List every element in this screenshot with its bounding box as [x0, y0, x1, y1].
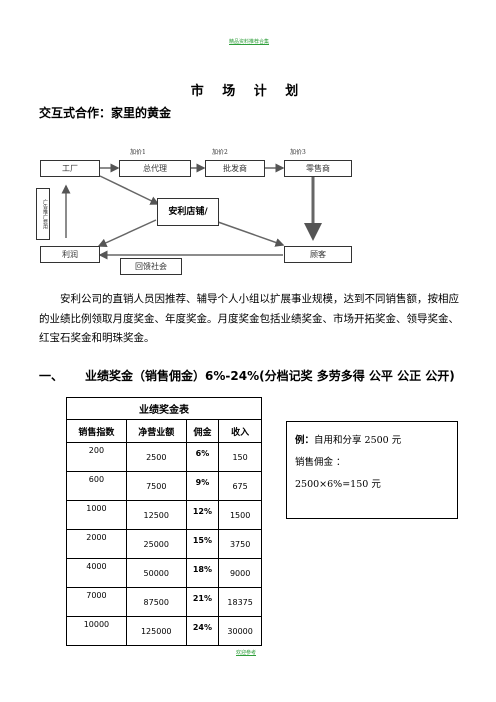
- markup-2-label: 加价2: [212, 149, 228, 156]
- table-row: 600 7500 9% 675: [66, 471, 262, 501]
- example-line3: 2500×6%=150 元: [295, 479, 381, 490]
- store-box: 安利店铺/: [157, 198, 219, 226]
- table-row: 2000 25000 15% 3750: [66, 529, 262, 559]
- table-cell: 87500: [143, 598, 169, 607]
- table-header: 净营业额: [125, 419, 187, 443]
- wholesaler-box: 批发商: [205, 160, 265, 177]
- table-row: 200 2500 6% 150: [66, 442, 262, 472]
- page-title: 市 场 计 划: [190, 84, 306, 99]
- subtitle: 交互式合作：家里的黄金: [39, 106, 172, 120]
- section-number: 一、: [39, 369, 64, 383]
- table-caption: 业绩奖金表: [66, 397, 262, 420]
- table-cell: 25000: [143, 540, 169, 549]
- table-cell: 6%: [195, 449, 210, 458]
- intro-paragraph: 安利公司的直销人员因推荐、辅导个人小组以扩展事业规模，达到不同销售额，按相应的业…: [39, 293, 459, 344]
- table-cell: 200: [88, 446, 105, 455]
- profit-box: 利润: [40, 246, 100, 263]
- table-row: 10000 125000 24% 30000: [66, 616, 262, 646]
- example-box: 例：自用和分享 2500 元 销售佣金 ： 2500×6%=150 元: [286, 421, 458, 519]
- markup-1-label: 加价1: [130, 149, 146, 156]
- retailer-box: 零售商: [284, 160, 352, 177]
- ad-cost-box: 广告推广费用: [36, 188, 50, 240]
- table-cell: 50000: [143, 569, 169, 578]
- table-cell: 1500: [229, 511, 251, 520]
- consumer-box: 顾客: [284, 246, 352, 263]
- table-cell: 2000: [86, 533, 107, 542]
- table-row: 7000 87500 21% 18375: [66, 587, 262, 617]
- table-cell: 15%: [192, 536, 213, 545]
- diagram-arrows: [61, 163, 322, 260]
- table-header: 销售指数: [66, 419, 127, 443]
- markup-3-label: 加价3: [290, 149, 306, 156]
- table-cell: 9%: [195, 478, 210, 487]
- section-title: 业绩奖金（销售佣金）6%-24%(分档记奖 多劳多得 公平 公正 公开): [85, 369, 455, 383]
- table-header: 收入: [218, 419, 262, 443]
- table-cell: 18%: [192, 565, 213, 574]
- example-line1: 自用和分享 2500 元: [314, 435, 402, 446]
- footer-note: 欢迎参考: [236, 650, 257, 656]
- example-label: 例：: [295, 435, 315, 446]
- table-cell: 18375: [227, 598, 253, 607]
- table-cell: 3750: [229, 540, 251, 549]
- table-header: 佣金: [185, 419, 220, 443]
- section-heading: 一、 业绩奖金（销售佣金）6%-24%(分档记奖 多劳多得 公平 公正 公开): [39, 367, 455, 384]
- table-cell: 675: [232, 482, 248, 491]
- table-cell: 125000: [140, 627, 172, 636]
- table-row: 4000 50000 18% 9000: [66, 558, 262, 588]
- table-cell: 30000: [227, 627, 253, 636]
- table-cell: 1000: [86, 504, 107, 513]
- general-agent-box: 总代理: [119, 160, 191, 177]
- table-cell: 600: [88, 475, 105, 484]
- table-cell: 9000: [229, 569, 251, 578]
- table-cell: 21%: [192, 594, 213, 603]
- table-cell: 24%: [192, 623, 213, 632]
- header-note: 精品资料推荐合集: [229, 39, 270, 45]
- table-cell: 4000: [86, 562, 107, 571]
- table-cell: 10000: [83, 620, 110, 629]
- table-cell: 12500: [143, 511, 169, 520]
- rebate-box: 回馈社会: [120, 258, 182, 275]
- table-cell: 2500: [146, 453, 167, 462]
- table-cell: 7500: [146, 482, 167, 491]
- table-cell: 150: [232, 453, 248, 462]
- factory-box: 工厂: [40, 160, 100, 177]
- table-cell: 7000: [86, 591, 107, 600]
- example-line2: 销售佣金 ：: [295, 457, 346, 468]
- table-cell: 12%: [192, 507, 213, 516]
- bonus-table: 业绩奖金表 销售指数 净营业额 佣金 收入 200 2500 6% 150 60…: [66, 397, 262, 646]
- table-row: 1000 12500 12% 1500: [66, 500, 262, 530]
